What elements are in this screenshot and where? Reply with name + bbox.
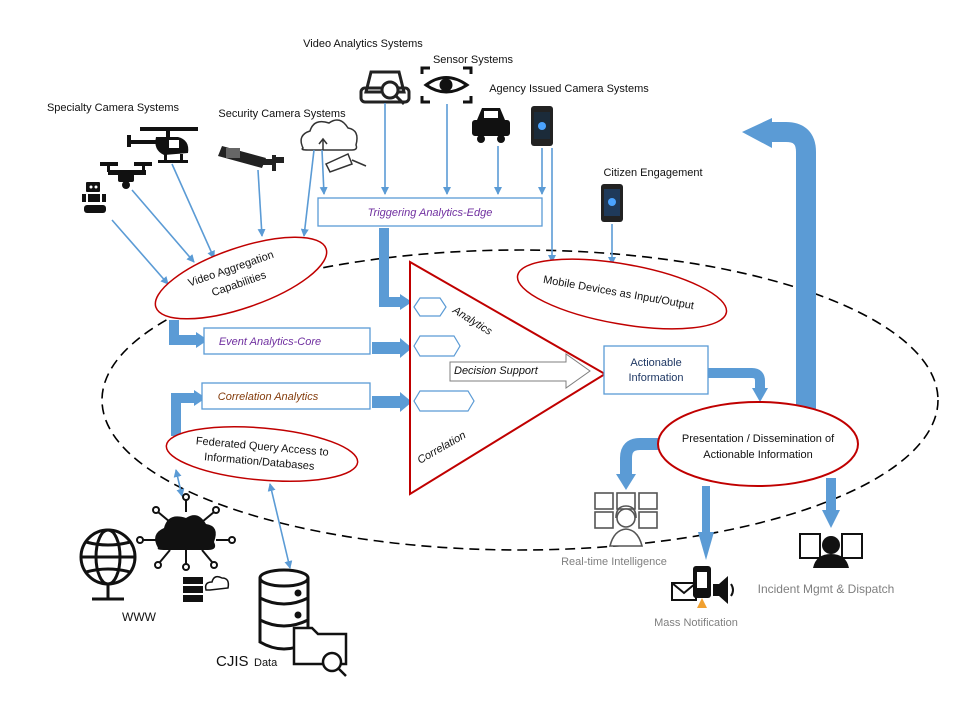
triggering-analytics-edge-box [317,197,543,227]
video-aggregation-ellipse [154,236,328,320]
triggering-analytics-edge-label: Triggering Analytics-Edge [368,207,493,219]
citizen-phone-icon [601,184,623,222]
www-label: WWW [122,610,157,624]
police-car-icon [472,108,510,143]
security-camera-systems-label: Security Camera Systems [218,108,346,120]
event-analytics-core-label: Event Analytics-Core [219,336,321,348]
presentation-dissemination-line1: Presentation / Dissemination of [682,433,835,445]
federated-query-ellipse [165,426,359,482]
helicopter-icon [127,127,198,163]
mobile-devices-ellipse [516,258,728,330]
agency-camera-systems-label: Agency Issued Camera Systems [489,83,649,95]
correlation-analytics-label: Correlation Analytics [218,391,319,403]
system-boundary-ellipse [101,249,939,551]
video-analytics-systems-label: Video Analytics Systems [303,38,423,50]
security-camera-icon [218,146,284,171]
event-analytics-core-box [203,327,371,355]
car-magnifier-icon [359,70,411,106]
actionable-information-line2: Information [628,372,683,384]
body-camera-icon [531,106,553,146]
drone-icon [100,162,152,189]
eye-sensor-icon [420,66,473,104]
actionable-information-line1: Actionable [630,357,681,369]
citizen-engagement-label: Citizen Engagement [603,167,702,179]
presentation-dissemination-ellipse [657,401,859,487]
correlation-analytics-box [201,382,371,410]
flow-pipes [169,118,840,560]
network-cloud-icon [136,493,236,571]
triangle-input-ports [413,297,475,412]
cjis-data-suffix: Data [254,657,278,669]
decision-support-label: Decision Support [454,365,539,377]
sensor-systems-label: Sensor Systems [433,54,514,66]
cjis-label: CJIS [216,653,249,670]
folder-search-icon [292,626,348,677]
presentation-dissemination-line2: Actionable Information [703,449,812,461]
cloud-camera-icon [300,119,367,173]
dispatcher-icon [799,533,863,568]
intelligence-operator-icon [594,492,658,547]
specialty-camera-systems-label: Specialty Camera Systems [47,102,180,114]
server-cloud-icon [183,575,230,602]
incident-mgmt-dispatch-label: Incident Mgmt & Dispatch [758,582,895,596]
mass-notification-label: Mass Notification [654,617,738,629]
decision-support-arrow [449,353,591,389]
realtime-intelligence-label: Real-time Intelligence [561,556,667,568]
source-connectors [111,103,616,569]
globe-icon [79,528,137,601]
robot-icon [82,182,106,213]
mass-notification-icon [671,566,734,608]
actionable-information-box [603,345,709,395]
